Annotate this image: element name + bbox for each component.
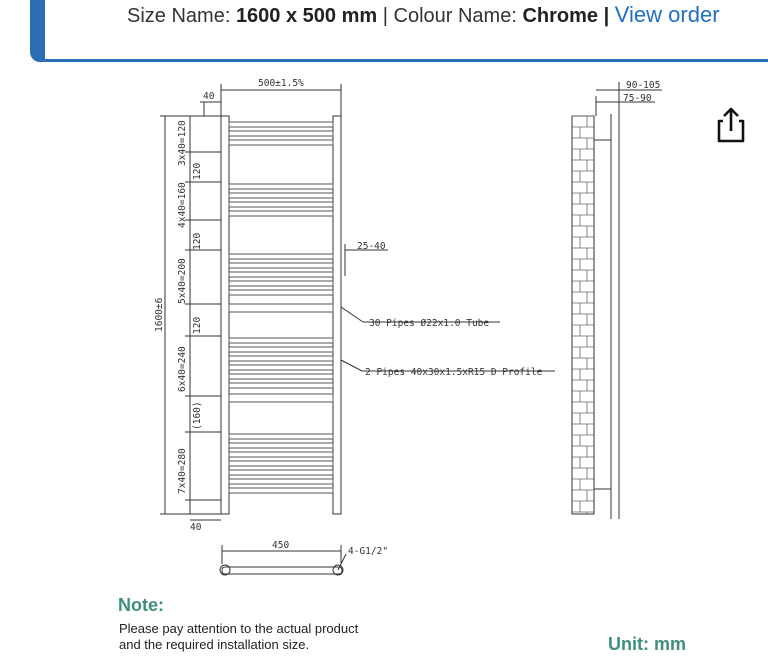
- pipes-label-2: 2 Pipes 40x30x1.5xR15 D Profile: [365, 367, 543, 378]
- pipe: [228, 210, 334, 217]
- pipe: [228, 355, 334, 362]
- product-variant-header: Size Name: 1600 x 500 mm | Colour Name: …: [0, 0, 768, 64]
- pipe: [228, 433, 334, 440]
- technical-drawing: 500±1.5% 40 40 1600±6 3x40=120 4x40=160 …: [154, 78, 662, 576]
- pipe: [228, 280, 334, 287]
- left-rail: [220, 115, 230, 515]
- note-line-1: Please pay attention to the actual produ…: [119, 621, 359, 636]
- note-body: Please pay attention to the actual produ…: [119, 621, 419, 653]
- view-order-link[interactable]: View order: [614, 2, 720, 27]
- pipe: [228, 346, 334, 353]
- group-dim-5: 7x40=280: [177, 448, 188, 494]
- size-label: Size Name:: [127, 5, 231, 27]
- pipe: [228, 121, 334, 128]
- height-dim: 1600±6: [154, 297, 165, 332]
- pipe: [228, 130, 334, 137]
- share-icon: [717, 107, 745, 143]
- pipe: [228, 271, 334, 278]
- pipe: [228, 201, 334, 208]
- pipe-offset-dim: 25-40: [357, 241, 386, 252]
- pipe: [228, 382, 334, 389]
- pipe: [228, 289, 334, 296]
- group-dim-1: 3x40=120: [177, 120, 188, 166]
- colour-value: Chrome: [522, 5, 599, 27]
- note-title: Note:: [118, 595, 164, 615]
- pipes-label-1: 30 Pipes Ø22x1.0 Tube: [369, 318, 489, 329]
- right-rail: [332, 115, 342, 515]
- size-value: 1600 x 500 mm: [235, 5, 378, 27]
- pipe: [228, 478, 334, 485]
- d-profile-pipe: [228, 393, 334, 403]
- gap-dim-1: 120: [192, 163, 203, 180]
- bottom-offset-dim: 40: [190, 522, 202, 533]
- header-accent-bracket: [30, 0, 768, 62]
- gap-dim-4: (160): [192, 401, 203, 430]
- pipe: [228, 451, 334, 458]
- width-dim: 500±1.5%: [258, 78, 304, 89]
- pipe: [228, 487, 334, 494]
- wall-dim-outer: 90-105: [626, 80, 660, 91]
- pipe: [228, 469, 334, 476]
- d-profile-pipe: [228, 303, 334, 313]
- pipe: [228, 183, 334, 190]
- group-dim-3: 5x40=200: [177, 258, 188, 304]
- pipe: [228, 364, 334, 371]
- variant-info: Size Name: 1600 x 500 mm | Colour Name: …: [127, 2, 720, 29]
- group-dim-4: 6x40=240: [177, 346, 188, 392]
- group-dim-2: 4x40=160: [177, 182, 188, 228]
- note-line-2: and the required installation size.: [119, 637, 310, 652]
- pipe: [228, 460, 334, 467]
- pipe: [228, 373, 334, 380]
- share-button[interactable]: [713, 105, 749, 145]
- gap-dim-3: 120: [192, 317, 203, 334]
- pipe: [228, 192, 334, 199]
- separator: |: [382, 5, 388, 27]
- centres-dim: 450: [272, 540, 289, 551]
- pipe: [228, 262, 334, 269]
- colour-label: Colour Name:: [393, 5, 517, 27]
- connection-dim: 4-G1/2": [348, 546, 388, 557]
- pipe: [228, 442, 334, 449]
- unit-label: Unit: mm: [608, 634, 686, 654]
- gap-dim-2: 120: [192, 233, 203, 250]
- top-offset-dim: 40: [203, 91, 215, 102]
- pipe: [228, 139, 334, 146]
- pipe: [228, 253, 334, 260]
- pipe: [228, 337, 334, 344]
- separator-2: |: [603, 5, 610, 27]
- wall-dim-inner: 75-90: [623, 93, 652, 104]
